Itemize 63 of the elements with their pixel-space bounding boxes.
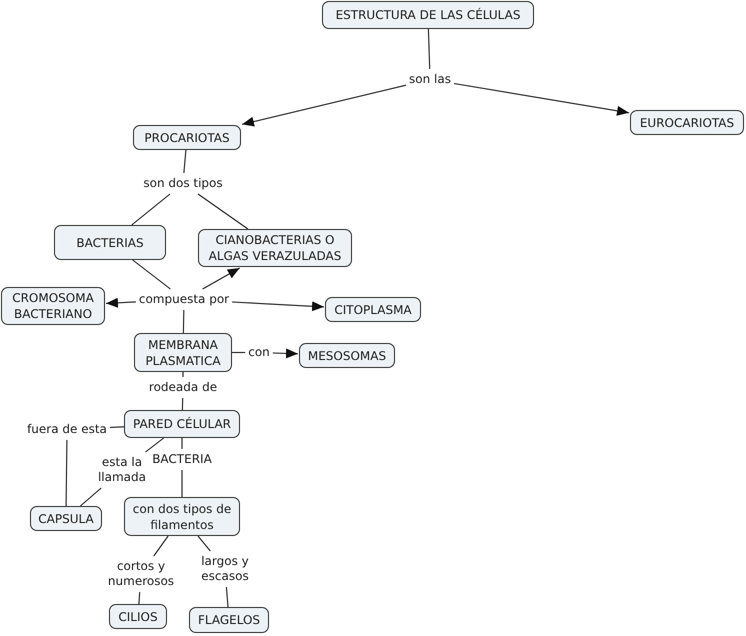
concept-box	[198, 229, 352, 267]
concept-label: CILIOS	[118, 608, 158, 624]
linking-phrase: rodeada de	[148, 380, 218, 395]
connector-line	[232, 352, 246, 354]
concept-box	[322, 1, 534, 29]
connector-line	[183, 150, 186, 174]
arrow	[272, 348, 298, 358]
linking-phrase: fuera de esta	[27, 422, 107, 437]
concept-label: CIANOBACTERIAS O ALGAS VERAZULADAS	[208, 232, 342, 264]
concept-label: PARED CÉLULAR	[133, 416, 231, 432]
connector-line	[226, 586, 229, 608]
linking-phrase: esta la llamada	[94, 455, 150, 485]
connector-line	[428, 28, 430, 70]
linking-phrase: son dos tipos	[143, 176, 223, 191]
connector-line	[181, 438, 183, 449]
connector-line	[110, 426, 124, 428]
concept-box	[299, 343, 395, 368]
concept-label: CITOPLASMA	[334, 302, 412, 318]
connector-line	[182, 310, 184, 333]
concept-label: CAPSULA	[38, 510, 94, 526]
concept-box	[124, 410, 240, 438]
connector-line	[80, 488, 102, 506]
concept-box	[630, 110, 744, 135]
connector-line	[198, 194, 248, 230]
connector-line	[138, 592, 140, 604]
arrow	[232, 301, 324, 312]
concept-label: BACTERIAS	[76, 234, 144, 250]
connector-line	[181, 470, 183, 497]
concept-box	[134, 333, 232, 372]
concept-box	[325, 297, 421, 322]
linking-phrase: son las	[409, 72, 451, 87]
linking-phrase: con	[248, 345, 270, 360]
concept-label: EUROCARIOTAS	[640, 114, 734, 130]
concept-box	[124, 497, 240, 536]
connector-line	[182, 398, 184, 410]
connector-line	[132, 260, 171, 290]
concept-label: FLAGELOS	[198, 612, 260, 628]
connector-line	[153, 536, 169, 556]
arrow	[106, 298, 136, 308]
concept-label: MEMBRANA PLASMATICA	[144, 336, 222, 368]
concept-label: CROMOSOMA BACTERIANO	[11, 290, 95, 322]
concept-box	[30, 506, 102, 531]
concept-label: ESTRUCTURA DE LAS CÉLULAS	[336, 7, 520, 23]
connector-line	[198, 536, 211, 552]
arrow	[454, 82, 630, 116]
connector-line	[66, 440, 68, 506]
concept-label: MESOSOMAS	[308, 348, 386, 364]
connector-line	[182, 372, 184, 377]
concept-box	[54, 225, 166, 260]
linking-phrase: cortos y numerosos	[101, 559, 181, 589]
linking-phrase: compuesta por	[138, 292, 230, 307]
concept-label: con dos tipos de filamentos	[132, 500, 232, 532]
connector-line	[145, 438, 164, 452]
arrow	[242, 84, 406, 126]
concept-box	[109, 604, 167, 629]
connector-line	[131, 194, 170, 226]
concept-box	[1, 287, 105, 325]
concept-label: PROCARIOTAS	[144, 130, 230, 146]
arrow	[202, 268, 240, 290]
concept-box	[189, 607, 269, 633]
linking-phrase: BACTERIA	[152, 452, 212, 467]
concept-box	[133, 125, 241, 150]
linking-phrase: largos y escasos	[195, 554, 255, 584]
